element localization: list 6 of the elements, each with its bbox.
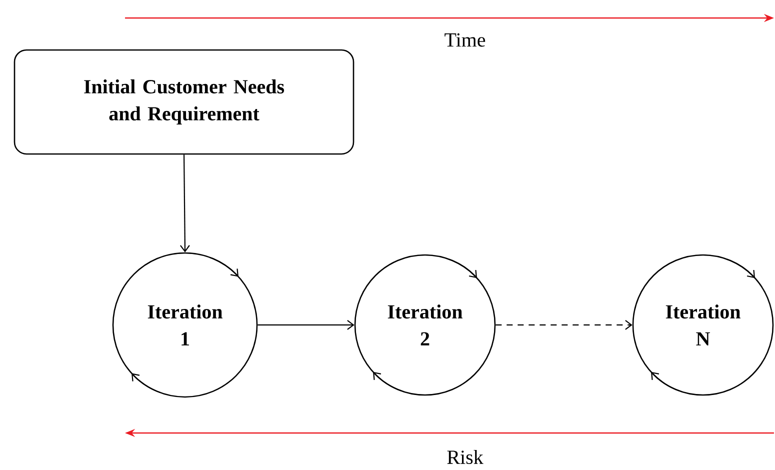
axis-label: Time xyxy=(444,33,486,47)
axis-label: Risk xyxy=(447,450,484,464)
arrow xyxy=(496,320,632,330)
arrow xyxy=(180,154,190,252)
arrow xyxy=(258,320,354,330)
rounded-box: Initial Customer Needs and Requirement xyxy=(14,49,354,155)
